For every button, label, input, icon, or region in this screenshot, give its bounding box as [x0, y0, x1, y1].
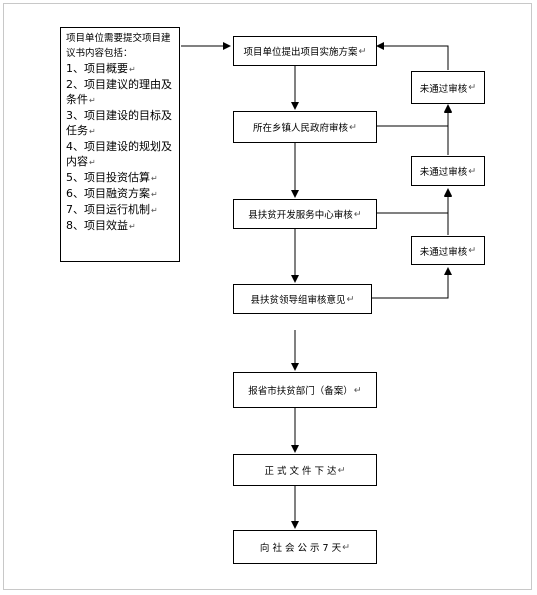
- requirement-item: 2、项目建议的理由及条件↵: [66, 78, 172, 106]
- step-county-center-review: 县扶贫开发服务中心审核↵: [233, 199, 377, 229]
- reject-box-3: 未通过审核↵: [411, 236, 485, 265]
- step-township-review: 所在乡镇人民政府审核↵: [233, 111, 377, 143]
- step-leading-group-opinion: 县扶贫领导组审核意见↵: [233, 284, 372, 314]
- step-report-filing: 报省市扶贫部门（备案）↵: [233, 372, 377, 408]
- step-official-document: 正 式 文 件 下 达↵: [233, 454, 377, 486]
- page-border: [3, 3, 532, 590]
- arrow-step4-to-reject3: [372, 267, 452, 299]
- arrow-step2-to-reject1: [376, 104, 452, 127]
- requirements-list: 1、项目概要↵ 2、项目建议的理由及条件↵ 3、项目建设的目标及任务↵ 4、项目…: [66, 61, 174, 234]
- requirement-item: 7、项目运行机制↵: [66, 203, 158, 216]
- requirements-box: 项目单位需要提交项目建议书内容包括： 1、项目概要↵ 2、项目建议的理由及条件↵…: [60, 27, 180, 262]
- step-submit-plan: 项目单位提出项目实施方案↵: [233, 36, 377, 66]
- requirement-item: 8、项目效益↵: [66, 219, 136, 232]
- reject-box-1: 未通过审核↵: [411, 71, 485, 104]
- requirement-item: 4、项目建设的规划及内容↵: [66, 140, 172, 168]
- step-public-notice: 向 社 会 公 示 7 天↵: [233, 530, 377, 564]
- requirement-item: 6、项目融资方案↵: [66, 187, 158, 200]
- requirement-item: 5、项目投资估算↵: [66, 171, 158, 184]
- requirement-item: 3、项目建设的目标及任务↵: [66, 109, 172, 137]
- arrow-reject1-to-step1: [376, 42, 449, 70]
- requirement-item: 1、项目概要↵: [66, 62, 136, 75]
- arrow-step3-to-reject2: [376, 188, 452, 214]
- requirements-title: 项目单位需要提交项目建议书内容包括：: [66, 33, 171, 59]
- reject-box-2: 未通过审核↵: [411, 156, 485, 186]
